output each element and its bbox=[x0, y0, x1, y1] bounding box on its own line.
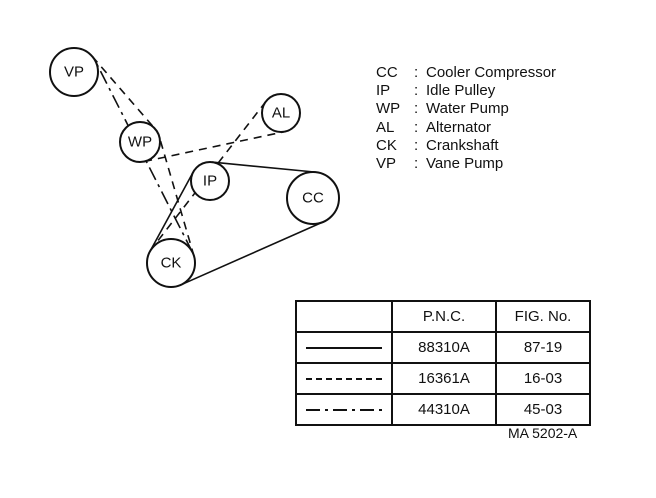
legend-name: Idle Pulley bbox=[426, 82, 496, 100]
pulley-al: AL bbox=[261, 93, 301, 133]
belt-layer bbox=[91, 55, 324, 286]
line-type-cell bbox=[295, 393, 393, 426]
legend-row: IP : Idle Pulley bbox=[376, 82, 556, 100]
pulley-label: CC bbox=[302, 190, 324, 207]
parts-table-header: P.N.C. FIG. No. bbox=[295, 300, 591, 333]
pulley-label: CK bbox=[161, 255, 182, 272]
pnc-cell: 16361A bbox=[391, 362, 497, 395]
pulley-vp: VP bbox=[49, 47, 99, 97]
dashdot-line-sample bbox=[306, 408, 382, 411]
legend: CC : Cooler Compressor IP : Idle Pulley … bbox=[376, 64, 556, 173]
legend-code: VP bbox=[376, 155, 397, 173]
legend-name: Crankshaft bbox=[426, 136, 499, 154]
pulley-wp: WP bbox=[119, 121, 161, 163]
pulley-cc: CC bbox=[286, 171, 340, 225]
pulley-label: WP bbox=[128, 134, 152, 151]
pulley-circle bbox=[146, 238, 196, 288]
belt-segment-vp-wp bbox=[91, 55, 156, 130]
legend-separator: : bbox=[414, 64, 419, 81]
line-type-cell bbox=[295, 331, 393, 364]
legend-separator: : bbox=[414, 118, 419, 136]
figure-reference: MA 5202-A bbox=[508, 425, 578, 441]
pnc-cell: 44310A bbox=[391, 393, 497, 426]
belt-segment-ip-cc bbox=[211, 161, 316, 173]
pulley-circle bbox=[49, 47, 99, 97]
legend-code: WP bbox=[376, 100, 401, 118]
legend-code: IP bbox=[376, 82, 391, 100]
legend-separator: : bbox=[414, 136, 419, 154]
dashed-line-sample bbox=[306, 377, 382, 380]
legend-row: WP : Water Pump bbox=[376, 100, 556, 118]
pulley-circle bbox=[190, 161, 230, 201]
legend-row: VP : Vane Pump bbox=[376, 155, 556, 173]
table-row: 16361A 16-03 bbox=[295, 362, 591, 395]
pulley-circle bbox=[286, 171, 340, 225]
legend-row: CK : Crankshaft bbox=[376, 137, 556, 155]
header-fig-no: FIG. No. bbox=[495, 300, 591, 333]
solid-line-sample bbox=[306, 346, 382, 349]
legend-code: CC bbox=[376, 64, 398, 81]
pulley-label: VP bbox=[64, 64, 84, 81]
header-line-type bbox=[295, 300, 393, 333]
legend-code: AL bbox=[376, 118, 395, 136]
belt-segment-ck-ip bbox=[149, 171, 195, 252]
legend-row: CC : Cooler Compressor bbox=[376, 64, 556, 82]
belt-segment-wp-al bbox=[143, 130, 286, 163]
pulley-layer: VP WP AL IP CC CK bbox=[49, 47, 340, 288]
belt-segment-cc-ck bbox=[180, 221, 324, 286]
legend-name: Alternator bbox=[426, 118, 492, 136]
pulley-circle bbox=[261, 93, 301, 133]
pulley-circle bbox=[119, 121, 161, 163]
line-type-cell bbox=[295, 362, 393, 395]
legend-code: CK bbox=[376, 136, 397, 154]
pnc-cell: 88310A bbox=[391, 331, 497, 364]
legend-separator: : bbox=[414, 155, 419, 173]
fig-cell: 16-03 bbox=[495, 362, 591, 395]
header-pnc: P.N.C. bbox=[391, 300, 497, 333]
fig-cell: 87-19 bbox=[495, 331, 591, 364]
legend-row: AL : Alternator bbox=[376, 119, 556, 137]
legend-separator: : bbox=[414, 100, 419, 118]
legend-name: Cooler Compressor bbox=[426, 64, 557, 81]
pulley-ck: CK bbox=[146, 238, 196, 288]
belt-segment-ck-vp bbox=[94, 60, 194, 253]
belt-segment-al-ck bbox=[151, 100, 267, 249]
fig-cell: 45-03 bbox=[495, 393, 591, 426]
pulley-ip: IP bbox=[190, 161, 230, 201]
pulley-label: IP bbox=[203, 173, 217, 190]
legend-separator: : bbox=[414, 82, 419, 100]
parts-table: P.N.C. FIG. No. 88310A 87-19 16361A 16-0… bbox=[295, 300, 591, 426]
table-row: 88310A 87-19 bbox=[295, 331, 591, 364]
legend-name: Vane Pump bbox=[426, 155, 504, 173]
pulley-label: AL bbox=[272, 105, 290, 122]
legend-name: Water Pump bbox=[426, 100, 509, 118]
table-row: 44310A 45-03 bbox=[295, 393, 591, 426]
